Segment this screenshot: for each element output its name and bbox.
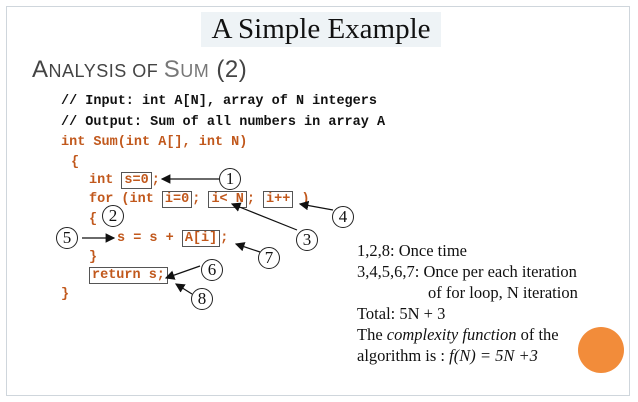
marker-2: 2 [102, 205, 124, 227]
note-for-loop: of for loop, N iteration [428, 283, 578, 302]
marker-7: 7 [258, 247, 280, 269]
note-once-time: 1,2,8: Once time [357, 241, 467, 260]
code-box-return: return s; [89, 267, 168, 284]
code-int-keyword: int [89, 173, 122, 188]
code-stmt-prefix: s = s + [117, 231, 182, 246]
subtitle-sum-rest: UM [180, 61, 210, 81]
marker-6: 6 [201, 259, 223, 281]
slide-title: A Simple Example [211, 13, 431, 45]
arrow-7 [234, 242, 261, 253]
subtitle-initial: A [32, 56, 49, 83]
code-box-increment: i++ [263, 191, 294, 208]
arrow-8 [174, 283, 193, 295]
code-comment-input: // Input: int A[N], array of N integers [61, 94, 377, 109]
code-for-keyword: for (int [89, 192, 162, 207]
code-sep2: ; [246, 192, 264, 207]
note-complexity: The complexity function of the [357, 324, 617, 345]
marker-5: 5 [56, 227, 78, 249]
code-inner-close: } [89, 250, 98, 265]
note-per-iteration: 3,4,5,6,7: Once per each iteration [357, 262, 577, 281]
code-semicolon: ; [151, 173, 160, 188]
code-inner-open: { [89, 212, 98, 227]
title-background [201, 12, 441, 47]
code-open-brace: { [71, 155, 80, 170]
marker-3: 3 [296, 229, 318, 251]
code-sep1: ; [192, 192, 209, 207]
subtitle-suffix: (2) [209, 56, 248, 83]
code-line-init: int s=0; [89, 172, 160, 189]
note-formula: algorithm is : f(N) = 5N +3 [357, 345, 617, 366]
code-box-s0: s=0 [121, 172, 152, 189]
note-formula-prefix: algorithm is : [357, 346, 450, 365]
code-box-condition: i< N [208, 191, 247, 208]
subtitle-smallcaps: NALYSIS OF [48, 61, 164, 81]
note-total: Total: 5N + 3 [357, 304, 446, 323]
marker-8: 8 [191, 288, 213, 310]
note-formula-italic: f(N) = 5N +3 [449, 346, 538, 365]
slide-frame [6, 6, 630, 396]
subtitle-sum-initial: S [163, 56, 181, 83]
code-box-Ai: A[i] [181, 230, 221, 247]
code-signature: int Sum(int A[], int N) [61, 135, 248, 150]
explanation-notes: 1,2,8: Once time 3,4,5,6,7: Once per eac… [357, 240, 617, 366]
arrow-6 [164, 265, 201, 280]
marker-1: 1 [219, 168, 241, 190]
code-line-for: for (int i=0; i< N; i++ ) [89, 191, 310, 208]
arrow-3 [230, 202, 298, 231]
code-line-stmt: s = s + A[i]; [117, 230, 229, 247]
note-complexity-italic: complexity function [386, 325, 517, 344]
arrow-4 [298, 200, 334, 211]
marker-4: 4 [332, 206, 354, 228]
slide-subtitle: ANALYSIS OF SUM (2) [32, 56, 247, 84]
note-complexity-prefix: The [357, 325, 387, 344]
code-close-brace: } [61, 287, 70, 302]
code-comment-output: // Output: Sum of all numbers in array A [61, 115, 386, 130]
decorative-orange-circle [578, 327, 624, 373]
code-box-i0: i=0 [161, 191, 193, 208]
code-stmt-end: ; [220, 231, 229, 246]
note-complexity-suffix: of the [516, 325, 559, 344]
code-line-return: return s; [89, 267, 168, 284]
code-close-paren: ) [293, 192, 310, 207]
